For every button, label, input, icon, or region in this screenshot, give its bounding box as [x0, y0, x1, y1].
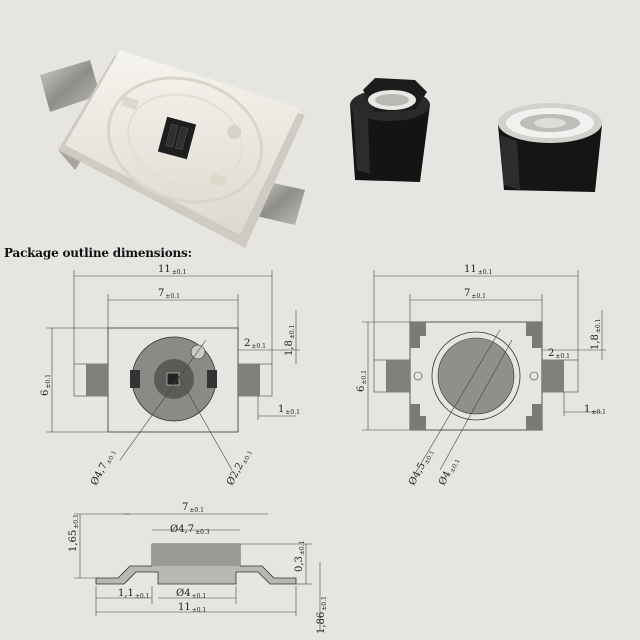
- lens-dia-outer-label: Ø4,5±0.1: [407, 447, 436, 488]
- side-view-drawing: [74, 513, 321, 630]
- top-pad-len-label: 2±0.1: [244, 338, 266, 350]
- lens-view-drawing: [362, 270, 606, 473]
- top-body-label: 7±0.1: [158, 288, 180, 300]
- top-dia-inner-label: Ø2,2±0.1: [225, 447, 254, 488]
- top-pad-w-label: 1±0.1: [278, 404, 300, 416]
- lens-pad-len-label: 2±0.1: [548, 348, 570, 360]
- lens-pad-w-label: 1±0.1: [584, 404, 606, 416]
- lens-body-label: 7±0.1: [464, 288, 486, 300]
- led-package-photo: [40, 50, 305, 248]
- side-bottom-label: Ø4±0.1: [176, 588, 206, 600]
- lens-dia-inner-label: Ø4±0.1: [437, 456, 462, 488]
- side-top-label: 7±0.1: [182, 502, 204, 514]
- top-view-drawing: [46, 270, 300, 471]
- side-total-h-label: 1,86±0.1: [316, 596, 328, 634]
- clear-lens-photo: [498, 103, 602, 192]
- lens-width-label: 11±0.1: [464, 264, 492, 276]
- side-lead-label: 1,1±0.1: [118, 588, 149, 600]
- caption: Package outline dimensions:: [4, 246, 192, 260]
- side-width-label: 11±0.1: [178, 602, 206, 614]
- side-height-label: 1,65±0.1: [68, 514, 80, 552]
- lens-height-label: 6±0.1: [356, 370, 368, 392]
- top-width-label: 11±0.1: [158, 264, 186, 276]
- side-base-label: 0,3±0.1: [294, 541, 306, 572]
- top-pad-h-label: 1,8±0.1: [284, 325, 296, 356]
- lens-holder-photo: [350, 78, 430, 182]
- lens-pad-h-label: 1,8±0.1: [590, 319, 602, 350]
- top-height-label: 6±0.1: [40, 374, 52, 396]
- top-dia-outer-label: Ø4,7±0.1: [89, 447, 118, 488]
- side-cavity-label: Ø4,7±0.3: [170, 524, 210, 536]
